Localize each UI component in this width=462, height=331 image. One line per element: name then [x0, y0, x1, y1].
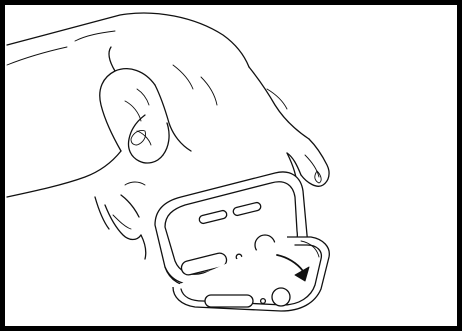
- hand: [6, 12, 330, 260]
- watch-body: [172, 236, 330, 312]
- line-art-illustration: [6, 12, 330, 312]
- direction-arrow-icon: [276, 254, 310, 282]
